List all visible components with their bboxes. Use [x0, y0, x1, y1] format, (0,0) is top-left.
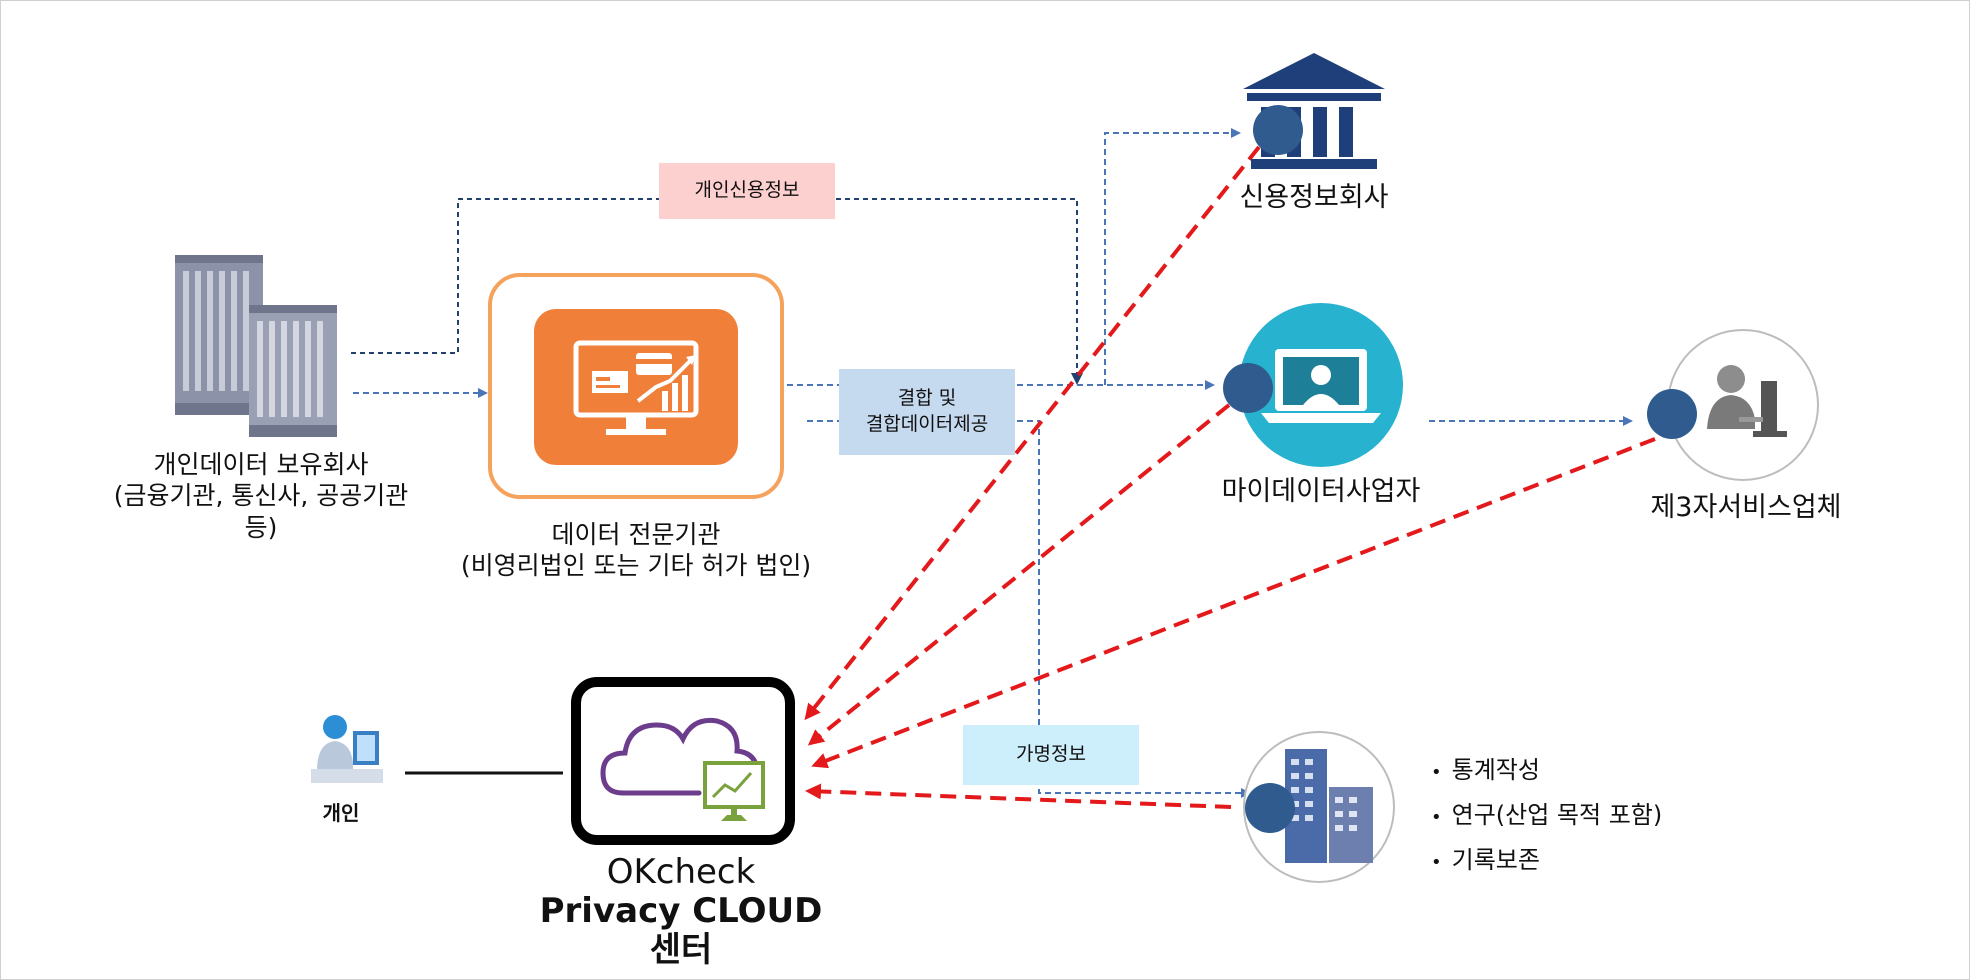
mydata-label: 마이데이터사업자 [1221, 476, 1421, 507]
red-line-mydata [807, 403, 1231, 746]
red-line-credit-bureau [804, 145, 1261, 721]
okcheck-label: OKcheck Privacy CLOUD 센터 [539, 852, 823, 971]
expert-agency-frame [488, 273, 784, 499]
combine-data-tag: 결합 및 결합데이터제공 [839, 369, 1015, 455]
credit-bureau-label: 신용정보회사 [1239, 182, 1389, 213]
research-node-dot [1245, 783, 1295, 833]
data-holder-building-icon [169, 255, 345, 439]
cloud-chart-icon [600, 717, 765, 821]
pseudonym-tag: 가명정보 [963, 725, 1139, 785]
individual-label: 개인 [322, 801, 360, 825]
red-line-third-party [811, 437, 1656, 769]
monitor-chart-icon [534, 309, 738, 465]
flow-to-credit-bureau [1104, 128, 1241, 385]
mydata-node-dot [1223, 363, 1273, 413]
third-party-node-dot [1647, 389, 1697, 439]
third-party-label: 제3자서비스업체 [1650, 492, 1842, 523]
list-item: 연구(산업 목적 포함) [1431, 794, 1663, 839]
flow-personal-credit [351, 198, 1083, 385]
office-buildings-icon [1243, 731, 1395, 883]
list-item: 기록보존 [1431, 839, 1662, 884]
okcheck-frame [571, 677, 795, 845]
list-item: 통계작성 [1431, 749, 1662, 794]
individual-person-icon [307, 713, 387, 791]
expert-agency-label: 데이터 전문기관 (비영리법인 또는 기타 허가 법인) [460, 520, 812, 581]
credit-bureau-node-dot [1253, 105, 1303, 155]
personal-credit-tag: 개인신용정보 [659, 163, 835, 219]
research-purpose-list: 통계작성 연구(산업 목적 포함) 기록보존 [1431, 749, 1663, 884]
data-holder-label: 개인데이터 보유회사 (금융기관, 통신사, 공공기관 등) [113, 450, 409, 542]
red-line-research [805, 783, 1232, 809]
